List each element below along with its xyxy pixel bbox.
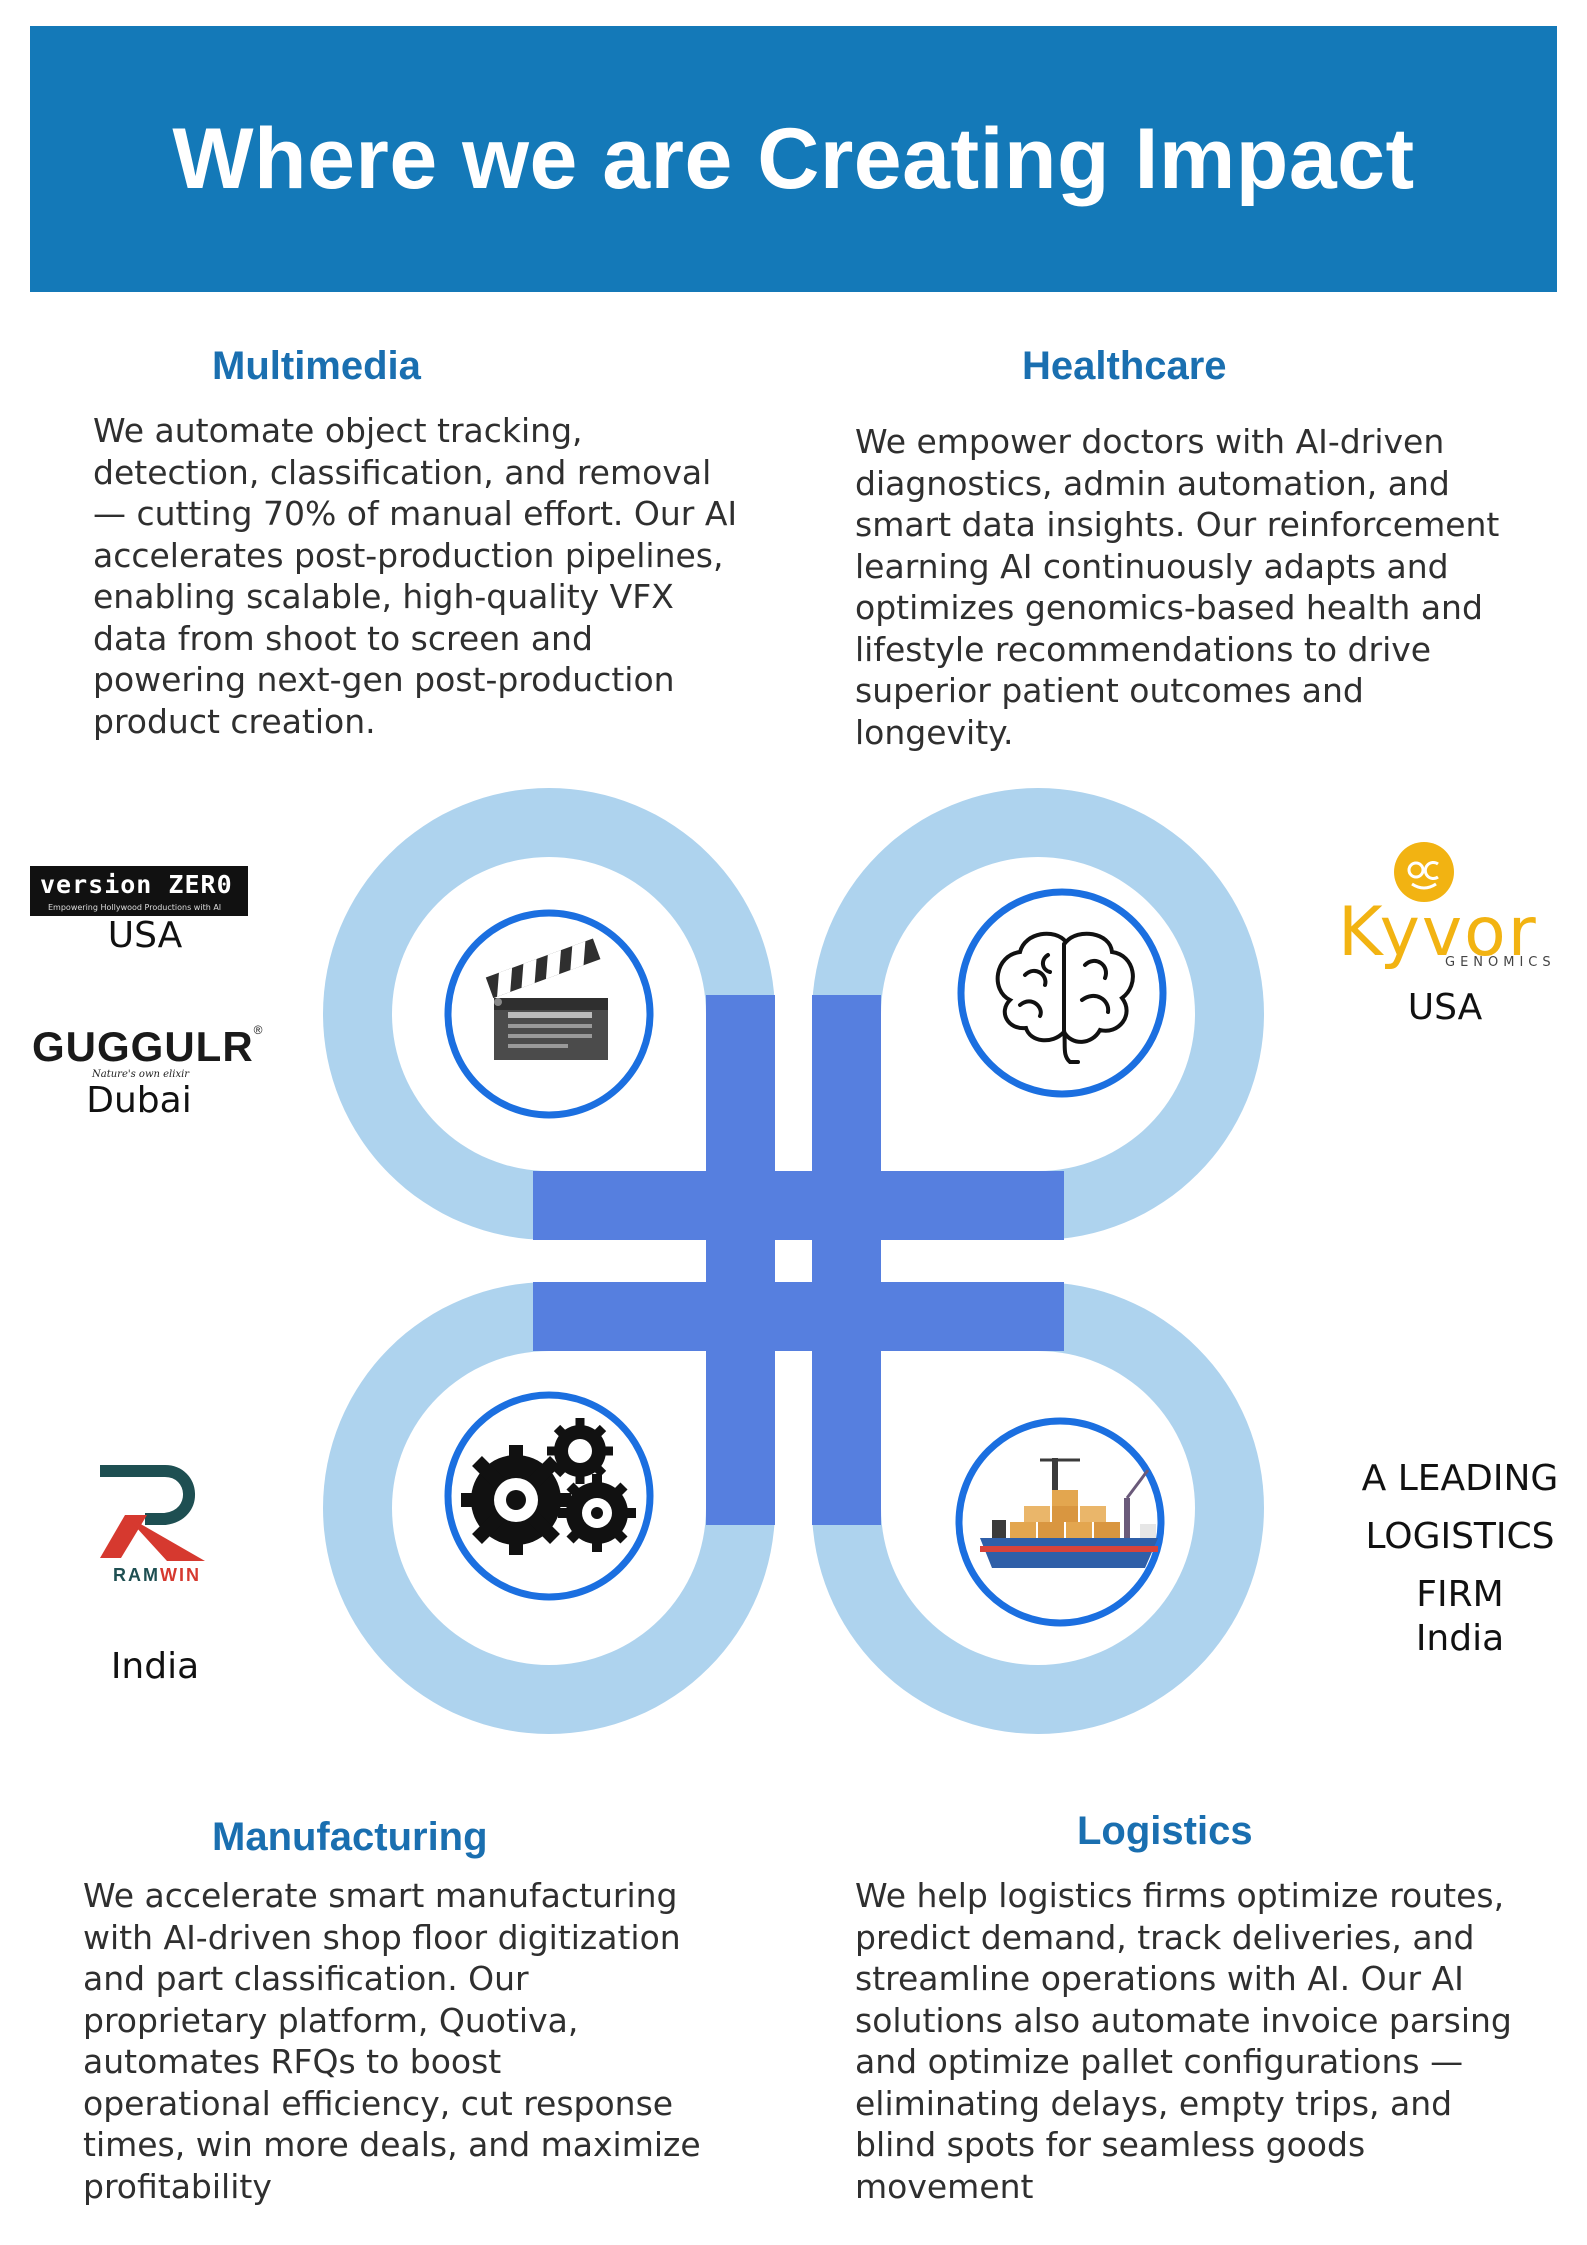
brain-icon xyxy=(995,931,1135,1064)
text-line: lifestyle recommendations to drive xyxy=(855,629,1432,669)
text-line: movement xyxy=(855,2166,1034,2206)
logistics-firm-label: A LEADING LOGISTICS FIRM xyxy=(1330,1450,1587,1624)
header-banner: Where we are Creating Impact xyxy=(30,26,1557,292)
ramwin-emblem-icon xyxy=(100,1465,205,1561)
manufacturing-text: We accelerate smart manufacturing with A… xyxy=(83,1875,701,2207)
guggulr-wordmark: GUGGULR xyxy=(32,1023,254,1070)
text-line: with AI-driven shop floor digitization xyxy=(83,1917,681,1957)
version-zero-wordmark: version ZER0 xyxy=(40,870,233,899)
logistics-title: Logistics xyxy=(1077,1809,1253,1853)
ramwin-wordmark: RAMWIN xyxy=(113,1565,201,1586)
text-line: We help logistics firms optimize routes, xyxy=(855,1876,1505,1915)
text-line: streamline operations with AI. Our AI xyxy=(855,1959,1464,1998)
clapperboard-icon xyxy=(485,938,608,1060)
multimedia-title: Multimedia xyxy=(212,344,421,388)
text-line: optimizes genomics-based health and xyxy=(855,588,1483,627)
gears-icon xyxy=(461,1418,636,1555)
healthcare-title: Healthcare xyxy=(1022,344,1227,388)
multimedia-text: We automate object tracking, detection, … xyxy=(93,410,737,742)
logistics-text: We help logistics firms optimize routes,… xyxy=(855,1875,1512,2207)
text-line: proprietary platform, Quotiva, xyxy=(83,2000,579,2040)
cargo-ship-icon xyxy=(980,1458,1158,1568)
circle-healthcare xyxy=(957,888,1167,1098)
text-line: times, win more deals, and maximize xyxy=(83,2125,701,2164)
guggulr-logo: GUGGULR® xyxy=(32,1023,264,1071)
registered-mark: ® xyxy=(253,1023,264,1037)
circle-multimedia xyxy=(444,909,654,1119)
text-line: — cutting 70% of manual effort. Our AI xyxy=(93,494,738,533)
text-line: solutions also automate invoice parsing xyxy=(855,2000,1512,2040)
healthcare-text: We empower doctors with AI-driven diagno… xyxy=(855,421,1499,753)
text-line: We automate object tracking, xyxy=(93,411,583,450)
country-label: India xyxy=(110,1646,200,1687)
version-zero-tagline: Empowering Hollywood Productions with AI xyxy=(48,903,222,912)
text-line: learning AI continuously adapts and xyxy=(855,546,1449,586)
text-line: predict demand, track deliveries, and xyxy=(855,1917,1475,1957)
text-line: LOGISTICS xyxy=(1365,1516,1555,1557)
country-label: India xyxy=(1415,1618,1505,1659)
text-line: diagnostics, admin automation, and xyxy=(855,463,1450,503)
text-line: superior patient outcomes and xyxy=(855,671,1364,710)
country-label: USA xyxy=(1407,987,1483,1028)
country-label: Dubai xyxy=(86,1080,192,1121)
text-line: eliminating delays, empty trips, and xyxy=(855,2083,1453,2123)
text-line: detection, classification, and removal xyxy=(93,452,712,492)
text-line: data from shoot to screen and xyxy=(93,618,593,658)
circle-logistics xyxy=(955,1417,1165,1627)
text-line: and optimize pallet configurations — xyxy=(855,2042,1464,2081)
version-zero-logo: version ZER0 Empowering Hollywood Produc… xyxy=(30,866,248,916)
text-line: A LEADING xyxy=(1361,1458,1559,1499)
kyvor-wordmark: Kyvor xyxy=(1338,893,1538,972)
text-line: operational efficiency, cut response xyxy=(83,2083,674,2123)
text-line: accelerates post-production pipelines, xyxy=(93,535,724,575)
text-line: product creation. xyxy=(93,701,376,741)
ramwin-name-part: WIN xyxy=(160,1565,201,1585)
text-line: longevity. xyxy=(855,712,1014,752)
text-line: and part classification. Our xyxy=(83,1959,529,1998)
text-line: profitability xyxy=(83,2166,272,2206)
kyvor-emblem-icon xyxy=(1394,842,1454,902)
guggulr-tagline: Nature's own elixir xyxy=(92,1069,190,1080)
kyvor-subtitle: GENOMICS xyxy=(1445,955,1556,970)
circle-manufacturing xyxy=(444,1391,654,1601)
manufacturing-title: Manufacturing xyxy=(212,1815,488,1859)
text-line: automates RFQs to boost xyxy=(83,2042,502,2081)
country-label: USA xyxy=(107,915,183,956)
ramwin-name-part: RAM xyxy=(113,1565,160,1585)
text-line: blind spots for seamless goods xyxy=(855,2125,1366,2164)
page-title: Where we are Creating Impact xyxy=(172,110,1415,207)
text-line: We accelerate smart manufacturing xyxy=(83,1876,678,1915)
text-line: We empower doctors with AI-driven xyxy=(855,422,1445,461)
text-line: powering next-gen post-production xyxy=(93,660,675,699)
text-line: FIRM xyxy=(1416,1574,1504,1615)
clover-cross xyxy=(533,995,1064,1525)
text-line: enabling scalable, high-quality VFX xyxy=(93,577,674,616)
text-line: smart data insights. Our reinforcement xyxy=(855,505,1500,544)
